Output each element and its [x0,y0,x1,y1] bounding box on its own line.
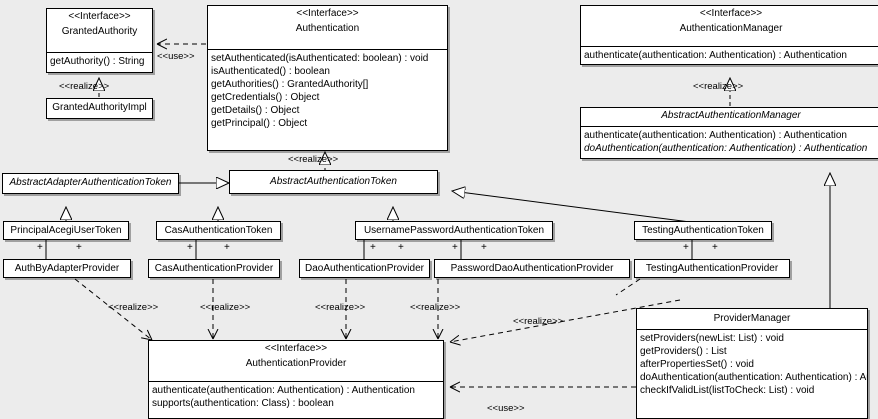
edge-label-realize-auth-by-adapter: <<realize>> [108,302,159,313]
member-row: setAuthenticated(isAuthenticated: boolea… [211,53,429,64]
class-abstract-authentication-token[interactable]: AbstractAuthenticationToken [229,170,438,194]
class-members: authenticate(authentication: Authenticat… [581,47,878,64]
class-name: CasAuthenticationToken [164,225,273,236]
class-authentication-provider[interactable]: <<Interface>> AuthenticationProvider aut… [148,340,444,419]
edge-label-realize-provider-manager: <<realize>> [513,316,564,327]
class-name: GrantedAuthorityImpl [52,102,147,113]
class-name: DaoAuthenticationProvider [305,263,424,274]
class-name: ProviderManager [713,313,791,324]
class-principal-acegi-user-token[interactable]: PrincipalAcegiUserToken [3,221,129,240]
class-granted-authority-impl[interactable]: GrantedAuthorityImpl [46,98,153,119]
class-authentication[interactable]: <<Interface>> Authentication setAuthenti… [207,5,448,151]
class-stereotype: <<Interface>> [68,11,131,22]
class-members: setProviders(newList: List) : void getPr… [637,330,867,399]
member-row: afterPropertiesSet() : void [640,359,754,370]
class-username-password-authentication-token[interactable]: UsernamePasswordAuthenticationToken [355,221,553,240]
class-name: AuthenticationProvider [245,358,347,369]
member-row: getCredentials() : Object [211,92,320,103]
member-row: getProviders() : List [640,346,727,357]
edge-label-realize-dao-provider: <<realize>> [315,302,366,313]
member-row: authenticate(authentication: Authenticat… [152,385,415,396]
member-row: getDetails() : Object [211,105,300,116]
class-cas-authentication-token[interactable]: CasAuthenticationToken [156,221,281,240]
class-members: setAuthenticated(isAuthenticated: boolea… [208,50,447,132]
class-name: UsernamePasswordAuthenticationToken [363,225,545,236]
edge-label-realize-abstract-authentication-manager: <<realize>> [693,81,744,92]
member-row: doAuthentication(authentication: Authent… [640,372,867,383]
edge-label-realize-abstract-authentication-token: <<realize>> [288,154,339,165]
class-authentication-manager[interactable]: <<Interface>> AuthenticationManager auth… [580,5,878,65]
edge-generalize-testing-token [452,191,691,223]
class-abstract-authentication-manager[interactable]: AbstractAuthenticationManager authentica… [580,107,878,159]
class-password-dao-authentication-provider[interactable]: PasswordDaoAuthenticationProvider [434,259,630,278]
class-cas-authentication-provider[interactable]: CasAuthenticationProvider [148,259,280,278]
class-testing-authentication-provider[interactable]: TestingAuthenticationProvider [634,259,790,278]
class-stereotype: <<Interface>> [296,8,359,19]
class-name: PasswordDaoAuthenticationProvider [450,263,614,274]
class-abstract-adapter-authentication-token[interactable]: AbstractAdapterAuthenticationToken [2,173,179,194]
class-members: getAuthority() : String [47,53,152,70]
multiplicity-marker: + [224,242,230,253]
member-row: getPrincipal() : Object [211,118,308,129]
edge-label-realize-password-dao-provider: <<realize>> [410,302,461,313]
class-name: AbstractAuthenticationManager [661,110,801,121]
class-name: CasAuthenticationProvider [154,263,274,274]
multiplicity-marker: + [398,242,404,253]
class-members: authenticate(authentication: Authenticat… [581,127,878,157]
class-auth-by-adapter-provider[interactable]: AuthByAdapterProvider [3,259,131,278]
member-row: setProviders(newList: List) : void [640,333,784,344]
edge-label-realize-granted-authority-impl: <<realize>> [59,81,110,92]
edge-realize-testing-provider [615,278,641,296]
multiplicity-marker: + [452,242,458,253]
member-row: isAuthenticated() : boolean [211,66,330,77]
multiplicity-marker: + [187,242,193,253]
class-name: AuthByAdapterProvider [14,263,120,274]
class-provider-manager[interactable]: ProviderManager setProviders(newList: Li… [636,308,868,419]
class-name: AuthenticationManager [679,23,783,34]
member-row: supports(authentication: Class) : boolea… [152,398,334,409]
class-name: PrincipalAcegiUserToken [10,225,122,236]
class-stereotype: <<Interface>> [699,8,763,19]
member-row: checkIfValidList(listToCheck: List) : vo… [640,385,815,396]
class-name: TestingAuthenticationToken [642,225,764,236]
multiplicity-marker: + [76,242,82,253]
multiplicity-marker: + [712,242,718,253]
member-row: authenticate(authentication: Authenticat… [584,130,847,141]
class-name: GrantedAuthority [61,26,138,37]
multiplicity-marker: + [683,242,689,253]
multiplicity-marker: + [37,242,43,253]
member-row: getAuthorities() : GrantedAuthority[] [211,79,369,90]
class-testing-authentication-token[interactable]: TestingAuthenticationToken [634,221,772,240]
class-members: authenticate(authentication: Authenticat… [149,382,443,412]
class-granted-authority[interactable]: <<Interface>> GrantedAuthority getAuthor… [46,8,153,73]
edge-label-use-granted-authority: <<use>> [157,51,195,62]
edge-label-use-provider-manager: <<use>> [487,403,525,414]
class-name: Authentication [295,23,360,34]
class-name: AbstractAuthenticationToken [270,176,397,187]
edge-label-realize-cas-provider: <<realize>> [200,302,251,313]
member-row: authenticate(authentication: Authenticat… [584,50,847,61]
class-dao-authentication-provider[interactable]: DaoAuthenticationProvider [299,259,430,278]
member-row: doAuthentication(authentication: Authent… [584,143,868,154]
class-name: AbstractAdapterAuthenticationToken [9,177,172,188]
multiplicity-marker: + [370,242,376,253]
multiplicity-marker: + [481,242,487,253]
class-name: TestingAuthenticationProvider [645,263,779,274]
class-stereotype: <<Interface>> [264,343,328,354]
member-row: getAuthority() : String [50,56,145,67]
